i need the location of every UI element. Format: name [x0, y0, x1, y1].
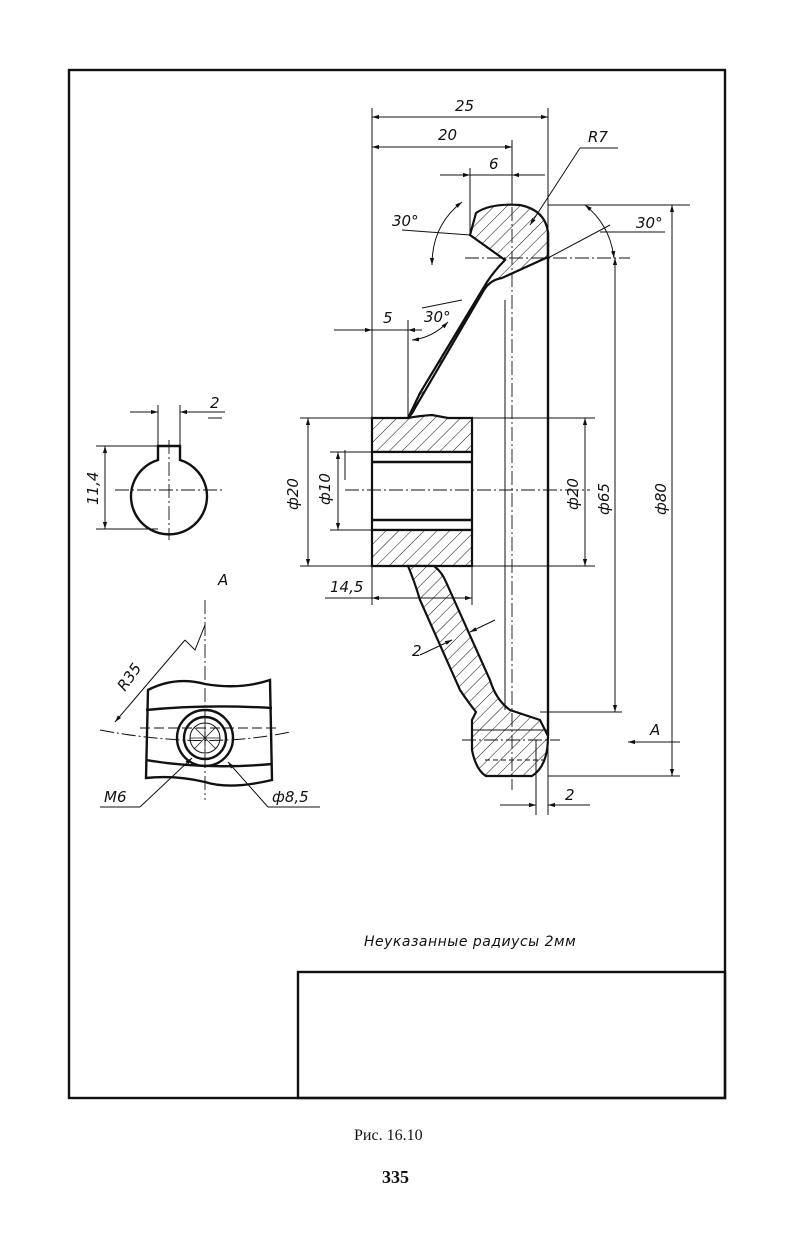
drawing-note: Неуказанные радиусы 2мм: [364, 934, 576, 950]
title-block: [296, 970, 727, 1100]
dim-spoke-thickness: 2: [412, 642, 422, 660]
bore: [370, 450, 474, 532]
view-arrow-label: A: [649, 721, 660, 739]
dim-hub-diameter: ф20: [284, 478, 302, 510]
dim-14-5: 14,5: [330, 578, 363, 596]
view-a-radius: R35: [114, 660, 146, 695]
dim-rim-offset: 2: [565, 786, 575, 804]
dim-r7: R7: [588, 128, 608, 146]
lower-spoke-section: [406, 564, 550, 778]
dim-bore-diameter: ф10: [316, 473, 334, 505]
dimension-labels: 25 20 6 R7 30° 30° 5 30° ф20 ф10 ф20 ф65…: [284, 97, 670, 804]
dim-20: 20: [438, 126, 457, 144]
figure-caption: Рис. 16.10: [354, 1127, 423, 1144]
keyway-width-label: 2: [210, 394, 220, 412]
keyway-section: 2 11,4: [84, 394, 225, 540]
dimension-lines: [300, 108, 690, 815]
dim-angle-right: 30°: [636, 214, 663, 232]
dim-outer-diameter: ф80: [652, 483, 670, 515]
hub-lower-section: [370, 528, 474, 568]
dim-angle-left: 30°: [392, 212, 419, 230]
view-a: A R35 M6 ф8,5: [99, 571, 320, 808]
dim-angle-spoke: 30°: [424, 308, 451, 326]
page-number: 335: [382, 1167, 409, 1187]
hub-upper-section: [370, 413, 474, 454]
rim-outline: [472, 232, 550, 761]
keyway-depth-label: 11,4: [84, 472, 102, 505]
dim-5: 5: [383, 309, 393, 327]
drawing-frame: [67, 68, 727, 1100]
dim-spoke-diameter: ф65: [595, 483, 613, 515]
view-a-hole-diameter: ф8,5: [272, 788, 309, 806]
wheel-section-view: [345, 185, 630, 790]
dim-25: 25: [455, 97, 474, 115]
dim-hub-diameter-right: ф20: [564, 478, 582, 510]
view-a-title: A: [217, 571, 228, 589]
dim-6: 6: [489, 155, 499, 173]
view-a-thread: M6: [104, 788, 127, 806]
